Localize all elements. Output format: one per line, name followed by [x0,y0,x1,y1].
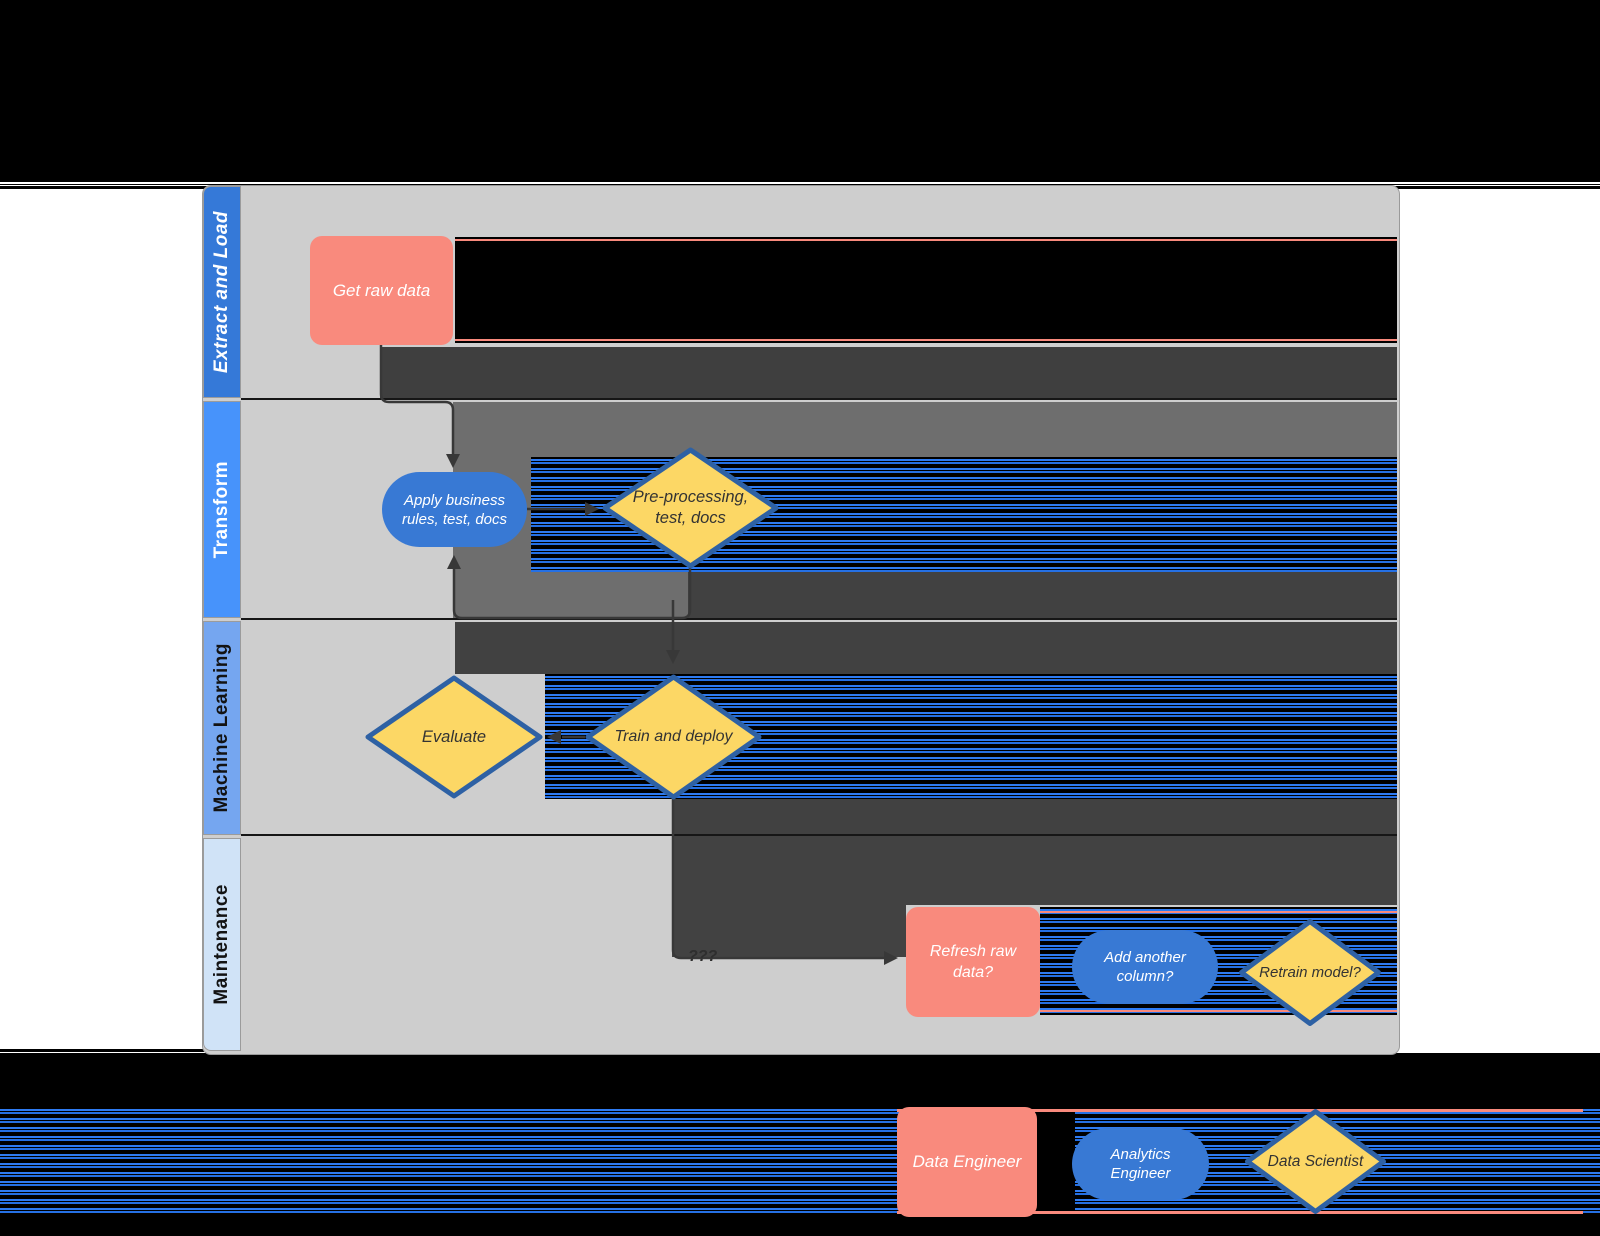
bottom-left-rule [0,1049,204,1052]
lane-header-transform[interactable]: Transform [203,401,241,618]
arrowhead-right-icon [585,502,599,516]
node-apply-business-rules[interactable]: Apply business rules, test, docs [382,472,527,547]
glitch-pink-line [1040,911,1397,913]
diamond-shape [1245,1109,1386,1214]
arrowhead-down-icon [666,650,680,664]
node-pre-processing[interactable]: Pre-processing, test, docs [602,447,779,569]
node-label: Retrain model? [1259,964,1361,981]
glitch-block-transform-bottom [688,572,1397,620]
glitch-block-maintenance-left [672,905,906,957]
legend-gap-black [1035,1112,1075,1211]
lane-header-extract-and-load[interactable]: Extract and Load [203,186,241,398]
arrowhead-right-icon [884,951,898,965]
edge-label-question-marks: ??? [688,948,718,965]
lane-header-maintenance[interactable]: Maintenance [203,838,241,1051]
glitch-pink-line [455,239,1397,241]
legend-item-analytics-engineer[interactable]: Analytics Engineer [1072,1128,1209,1200]
glitch-pink-line [1040,1010,1397,1012]
lane-header-machine-learning[interactable]: Machine Learning [203,621,241,835]
node-train-and-deploy[interactable]: Train and deploy [585,674,762,800]
glitch-block-extract [455,237,1397,343]
glitch-pink-line-legend-top [897,1109,1583,1112]
arrowhead-down-icon [446,454,460,468]
glitch-block-transform-mid [531,572,688,620]
glitch-block-ml-top [455,622,1397,674]
edge-train-to-refresh[interactable] [671,799,885,960]
edge-pre-processing-loop-to-apply-rules[interactable] [452,568,692,620]
diamond-shape [602,447,779,569]
legend-label: Data Engineer [912,1152,1022,1171]
node-refresh-raw-data[interactable]: Refresh raw data? [906,907,1040,1017]
node-label: Add another column? [1104,949,1186,985]
top-rule-thin [0,184,1600,185]
node-label: Get raw data [332,280,431,300]
arrowhead-left-icon [547,730,561,744]
glitch-pink-line-legend-bottom [897,1211,1583,1214]
glitch-block-transform-top [453,402,1397,457]
legend-label: Data Scientist [1267,1152,1364,1170]
diamond-shape [1239,919,1381,1026]
node-label: Refresh raw data? [929,943,1017,981]
glitch-pink-line [455,339,1397,341]
node-get-raw-data[interactable]: Get raw data [310,236,453,345]
legend-item-data-scientist[interactable]: Data Scientist [1245,1109,1386,1214]
node-label: Apply business rules, test, docs [401,491,508,528]
glitch-block-extract-bottom [380,347,1397,399]
glitch-block-maintenance-top [672,836,1397,905]
node-add-another-column[interactable]: Add another column? [1072,930,1218,1004]
node-label: Train and deploy [614,728,733,745]
node-retrain-model[interactable]: Retrain model? [1239,919,1381,1026]
lane-divider-3 [241,834,1397,836]
glitch-block-ml-bottom [672,799,1397,836]
node-evaluate[interactable]: Evaluate [365,675,543,799]
legend-item-data-engineer[interactable]: Data Engineer [897,1107,1037,1217]
node-label: Evaluate [421,727,487,746]
lane-divider-1 [241,398,1397,400]
edge-get-raw-data-to-apply-rules[interactable] [379,345,455,455]
legend-label: Analytics Engineer [1110,1146,1171,1182]
node-label: Pre-processing, test, docs [632,488,749,527]
lane-divider-2 [241,618,1397,620]
top-black-band [0,0,1600,182]
diamond-shape [585,674,762,800]
arrowhead-up-icon [447,555,461,569]
diamond-shape [365,675,543,799]
